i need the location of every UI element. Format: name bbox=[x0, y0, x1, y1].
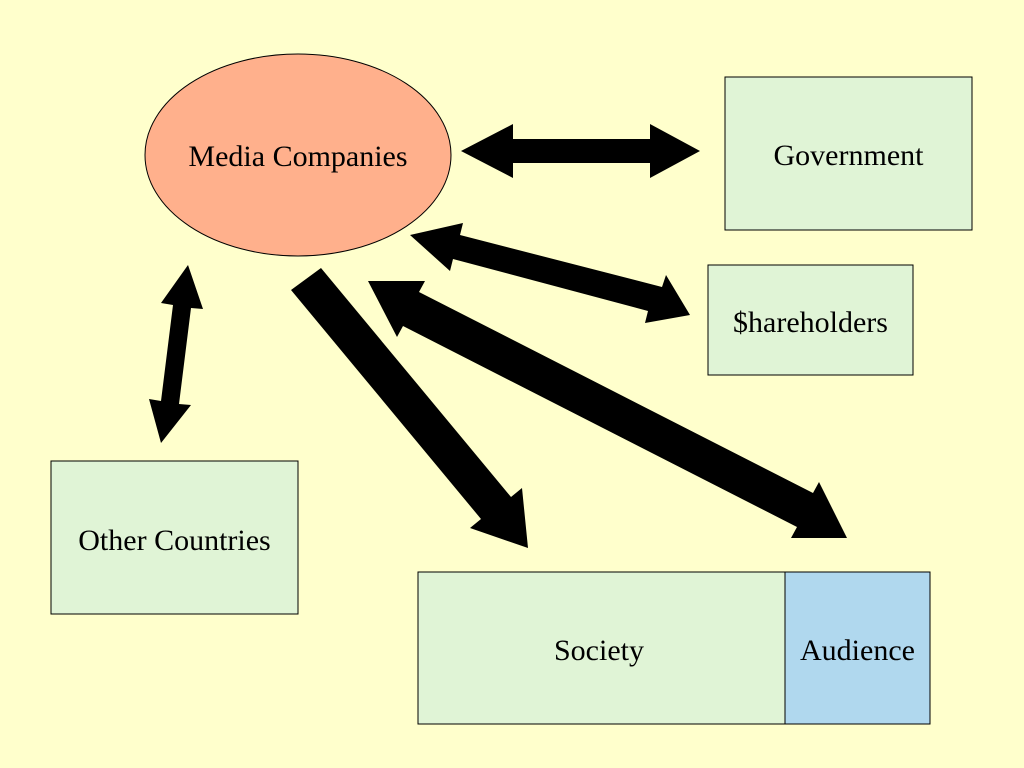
arrow-media-government bbox=[461, 124, 700, 178]
arrow-media-society bbox=[291, 268, 528, 548]
society-box bbox=[417, 571, 786, 725]
arrow-media-other-countries bbox=[149, 265, 203, 443]
other-countries-box bbox=[50, 460, 299, 615]
government-box bbox=[724, 76, 973, 231]
other-countries-label: Other Countries bbox=[78, 524, 270, 557]
society-node: Society bbox=[417, 571, 786, 725]
government-label: Government bbox=[774, 139, 925, 172]
audience-box bbox=[784, 571, 931, 725]
media-companies-label: Media Companies bbox=[188, 140, 407, 173]
other-countries-node: Other Countries bbox=[50, 460, 299, 615]
arrow-media-shareholders bbox=[410, 223, 690, 323]
government-node: Government bbox=[724, 76, 973, 231]
arrows-layer bbox=[149, 124, 847, 548]
media-companies-node: Media Companies bbox=[144, 53, 452, 257]
shareholders-node: $hareholders bbox=[707, 264, 914, 376]
arrow-media-audience bbox=[368, 281, 847, 538]
shareholders-label: $hareholders bbox=[733, 306, 888, 339]
society-label: Society bbox=[554, 634, 644, 667]
audience-node: Audience bbox=[784, 571, 931, 725]
audience-label: Audience bbox=[800, 634, 915, 667]
shareholders-box bbox=[707, 264, 914, 376]
media-companies-ellipse bbox=[144, 53, 452, 257]
